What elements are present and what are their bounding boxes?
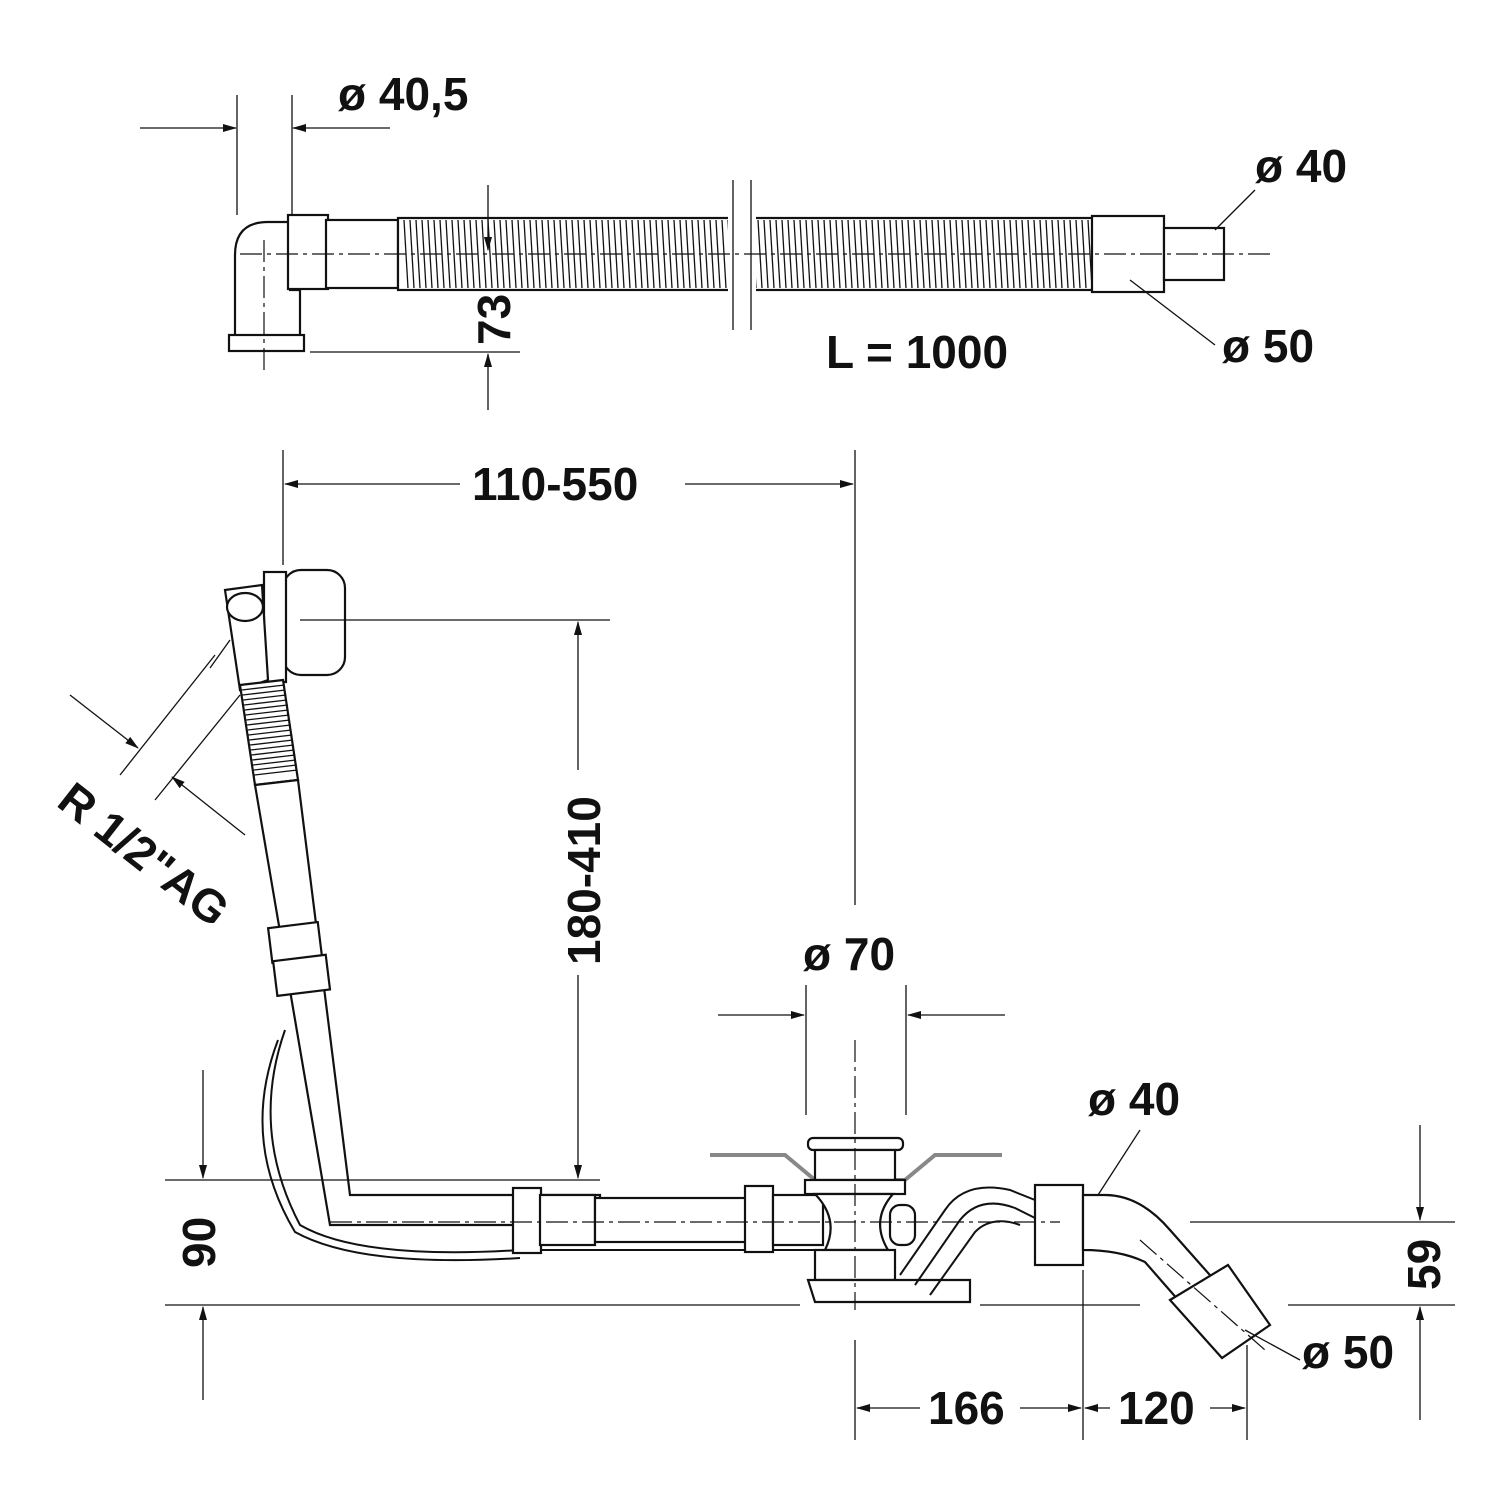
pipe-joint	[511, 1186, 543, 1255]
overflow-corrugation	[241, 684, 298, 776]
coupling-nut	[286, 213, 330, 291]
label-dia-outlet-40: ø 40	[1088, 1073, 1180, 1125]
label-vertical-range: 180-410	[558, 796, 610, 965]
elbow-nut	[227, 333, 306, 353]
outlet-nut	[1033, 1183, 1085, 1267]
label-dia-waste: ø 70	[803, 928, 895, 980]
overflow-cover	[281, 568, 347, 677]
top-view-overflow-hose	[140, 95, 1275, 410]
label-dia-outlet-50: ø 50	[1222, 320, 1314, 372]
label-dia-inlet: ø 40,5	[338, 68, 468, 120]
label-dist-120: 120	[1118, 1382, 1195, 1434]
label-height-59: 59	[1398, 1239, 1450, 1290]
label-dist-166: 166	[928, 1382, 1005, 1434]
label-horizontal-range: 110-550	[472, 458, 638, 510]
label-dia-outlet-40: ø 40	[1255, 140, 1347, 192]
label-dia-outlet-50: ø 50	[1302, 1326, 1394, 1378]
label-height-73: 73	[468, 294, 520, 345]
label-length: L = 1000	[826, 326, 1008, 378]
main-view-bath-drain	[69, 450, 1455, 1440]
label-thread: R 1/2"AG	[49, 772, 239, 937]
label-height-90: 90	[173, 1217, 225, 1268]
pipe-joint-2	[743, 1184, 775, 1254]
overflow-pipe	[253, 778, 602, 1227]
